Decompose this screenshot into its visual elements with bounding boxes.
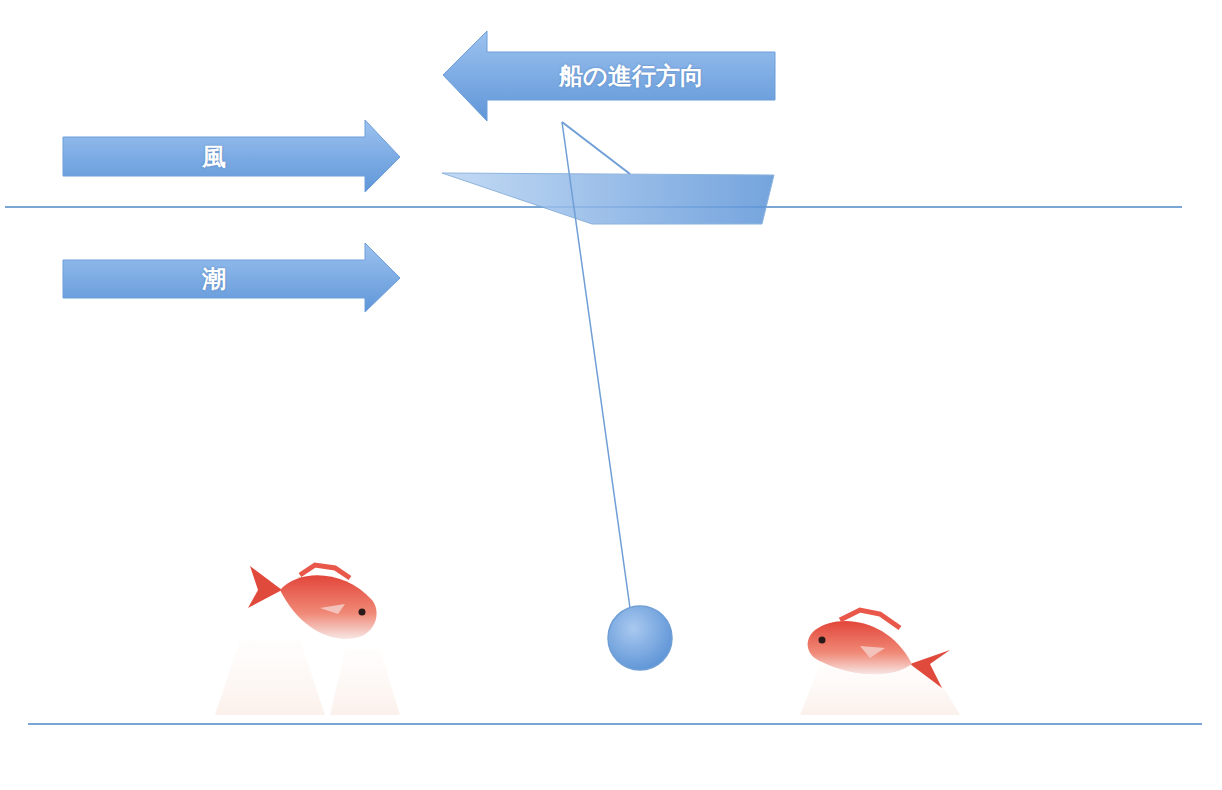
- arrow-label: 潮: [202, 267, 226, 291]
- fishing-line: [562, 122, 630, 608]
- red-sea-bream: [808, 610, 950, 688]
- boat-hull: [442, 173, 774, 224]
- sinker: [608, 606, 672, 670]
- direction-arrow: 潮: [61, 241, 403, 314]
- light-cone: [330, 650, 400, 715]
- arrow-outline: [63, 243, 400, 312]
- arrow-shape: [61, 118, 403, 194]
- arrow-outline: [443, 31, 775, 121]
- arrow-label: 船の進行方向: [559, 64, 704, 88]
- arrow-outline: [63, 120, 400, 192]
- arrow-shape: [61, 241, 403, 314]
- direction-arrow: 船の進行方向: [440, 28, 778, 124]
- red-sea-bream: [248, 565, 377, 639]
- arrow-label: 風: [202, 145, 226, 169]
- direction-arrow: 風: [61, 118, 403, 194]
- light-cone: [215, 640, 325, 715]
- sea-floor: [28, 723, 1202, 725]
- boat-cabin: [562, 122, 630, 174]
